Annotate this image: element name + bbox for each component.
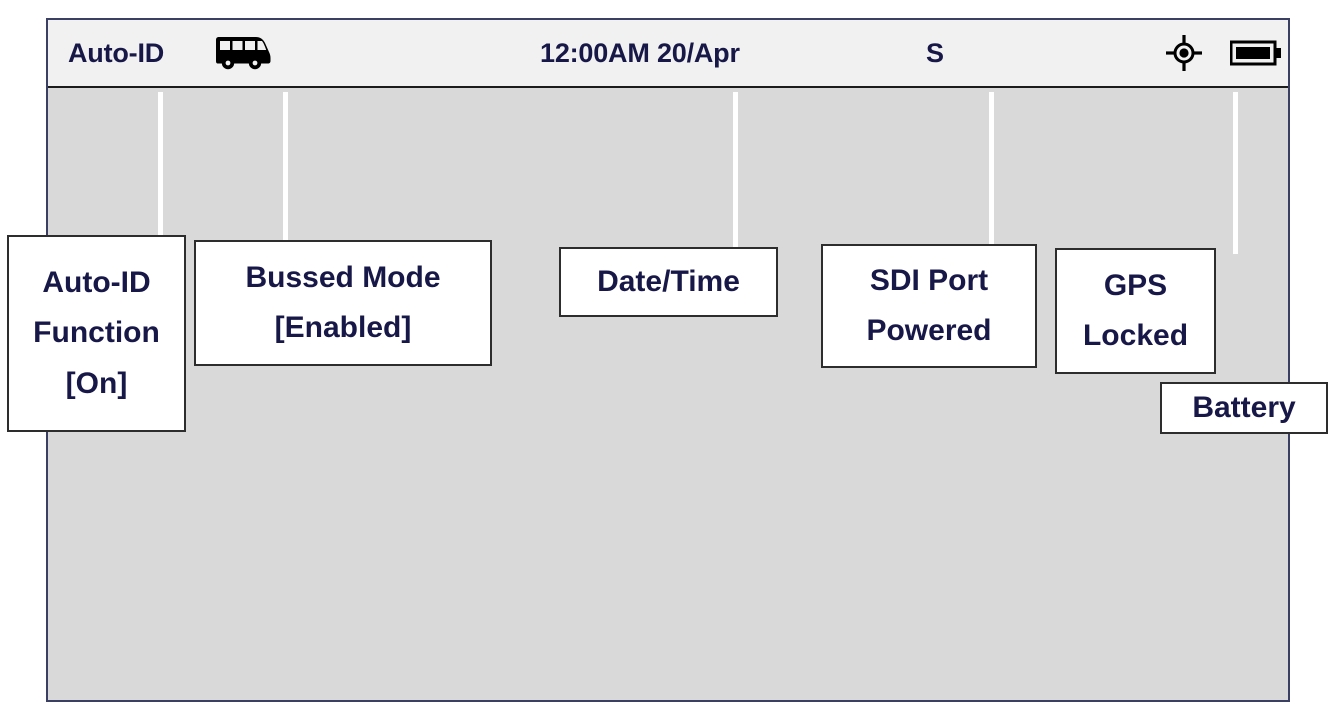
callout-line: [Enabled] <box>274 311 412 344</box>
bus-icon <box>214 20 272 86</box>
battery-full-icon <box>1230 20 1282 86</box>
callout-line: SDI Port <box>869 263 989 297</box>
callout-gps-locked: GPS Locked <box>1055 248 1216 374</box>
callout-line: Bussed Mode <box>245 260 441 294</box>
callout-line: Battery <box>1192 390 1296 424</box>
callout-line: GPS <box>1103 268 1168 302</box>
callout-sdi-port-powered: SDI Port Powered <box>821 244 1037 368</box>
leader-line-auto-id <box>158 92 163 236</box>
status-datetime: 12:00AM 20/Apr <box>540 37 740 68</box>
leader-line-gps <box>1233 92 1238 254</box>
leader-line-datetime <box>733 92 738 252</box>
leader-line-bussed <box>283 92 288 246</box>
callout-line: Auto-ID <box>42 265 151 299</box>
status-auto-id-label: Auto-ID <box>68 37 165 68</box>
callout-line: Locked <box>1082 319 1189 352</box>
leader-line-battery <box>1301 92 1306 390</box>
status-sdi-indicator: S <box>926 37 944 68</box>
callout-line: Function <box>33 316 160 350</box>
gps-crosshair-icon <box>1166 20 1202 86</box>
screen-body <box>48 88 1306 700</box>
leader-line-sdi <box>989 92 994 250</box>
callout-auto-id-function: Auto-ID Function [On] <box>7 235 186 432</box>
callout-line: [On] <box>65 366 128 400</box>
callout-date-time: Date/Time <box>559 247 778 317</box>
callout-bussed-mode: Bussed Mode [Enabled] <box>194 240 492 366</box>
callout-battery: Battery <box>1160 382 1328 434</box>
status-bar: Auto-ID 12:00AM 20/Apr S <box>48 20 1288 88</box>
callout-line: Powered <box>866 314 992 347</box>
callout-line: Date/Time <box>597 264 740 298</box>
